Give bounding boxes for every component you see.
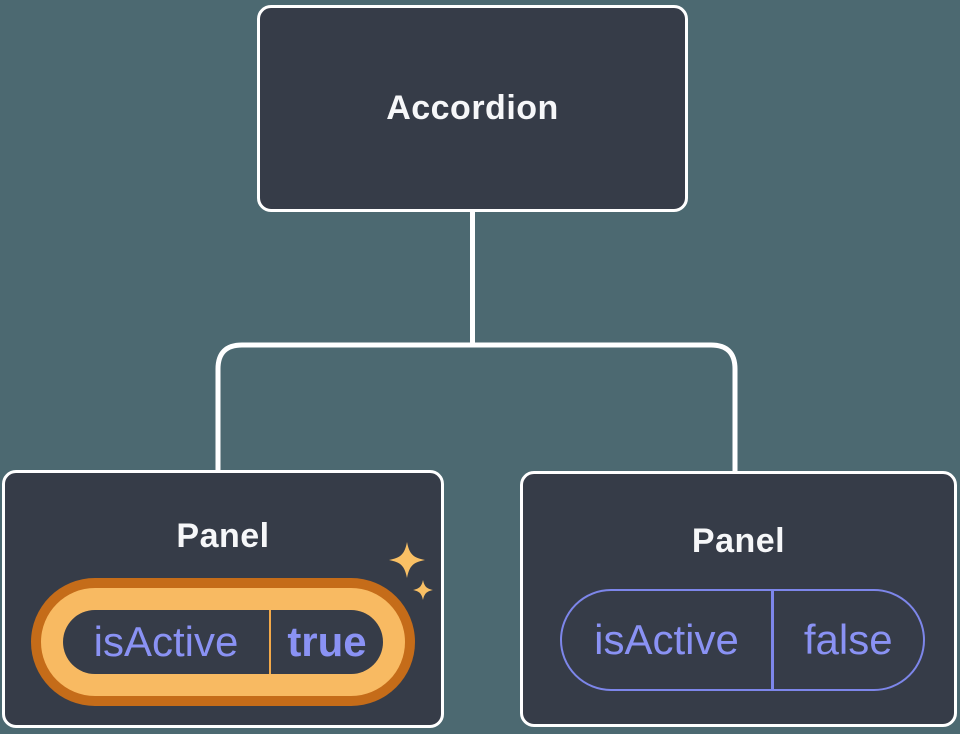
pill-divider [771, 591, 774, 689]
state-key-cell: isActive [63, 610, 269, 674]
state-pill-active-ring: isActive true [41, 588, 405, 696]
state-pill-active: isActive true [31, 578, 415, 706]
state-value-cell: false [774, 591, 924, 689]
panel-node-inactive: Panel isActive false [520, 471, 957, 727]
root-node-label: Accordion [386, 89, 559, 127]
root-node-accordion: Accordion [257, 5, 688, 212]
state-value: true [287, 618, 367, 665]
state-key: isActive [93, 618, 239, 665]
state-pill-inactive: isActive false [560, 589, 925, 691]
state-key: isActive [594, 616, 739, 663]
state-pill-active-body: isActive true [63, 610, 383, 674]
panel-label: Panel [691, 522, 786, 560]
panel-node-active: Panel isActive true [2, 470, 444, 728]
state-value: false [803, 616, 893, 663]
pill-divider [269, 610, 271, 674]
panel-label: Panel [176, 517, 270, 555]
state-value-cell: true [271, 610, 383, 674]
state-key-cell: isActive [562, 591, 771, 689]
